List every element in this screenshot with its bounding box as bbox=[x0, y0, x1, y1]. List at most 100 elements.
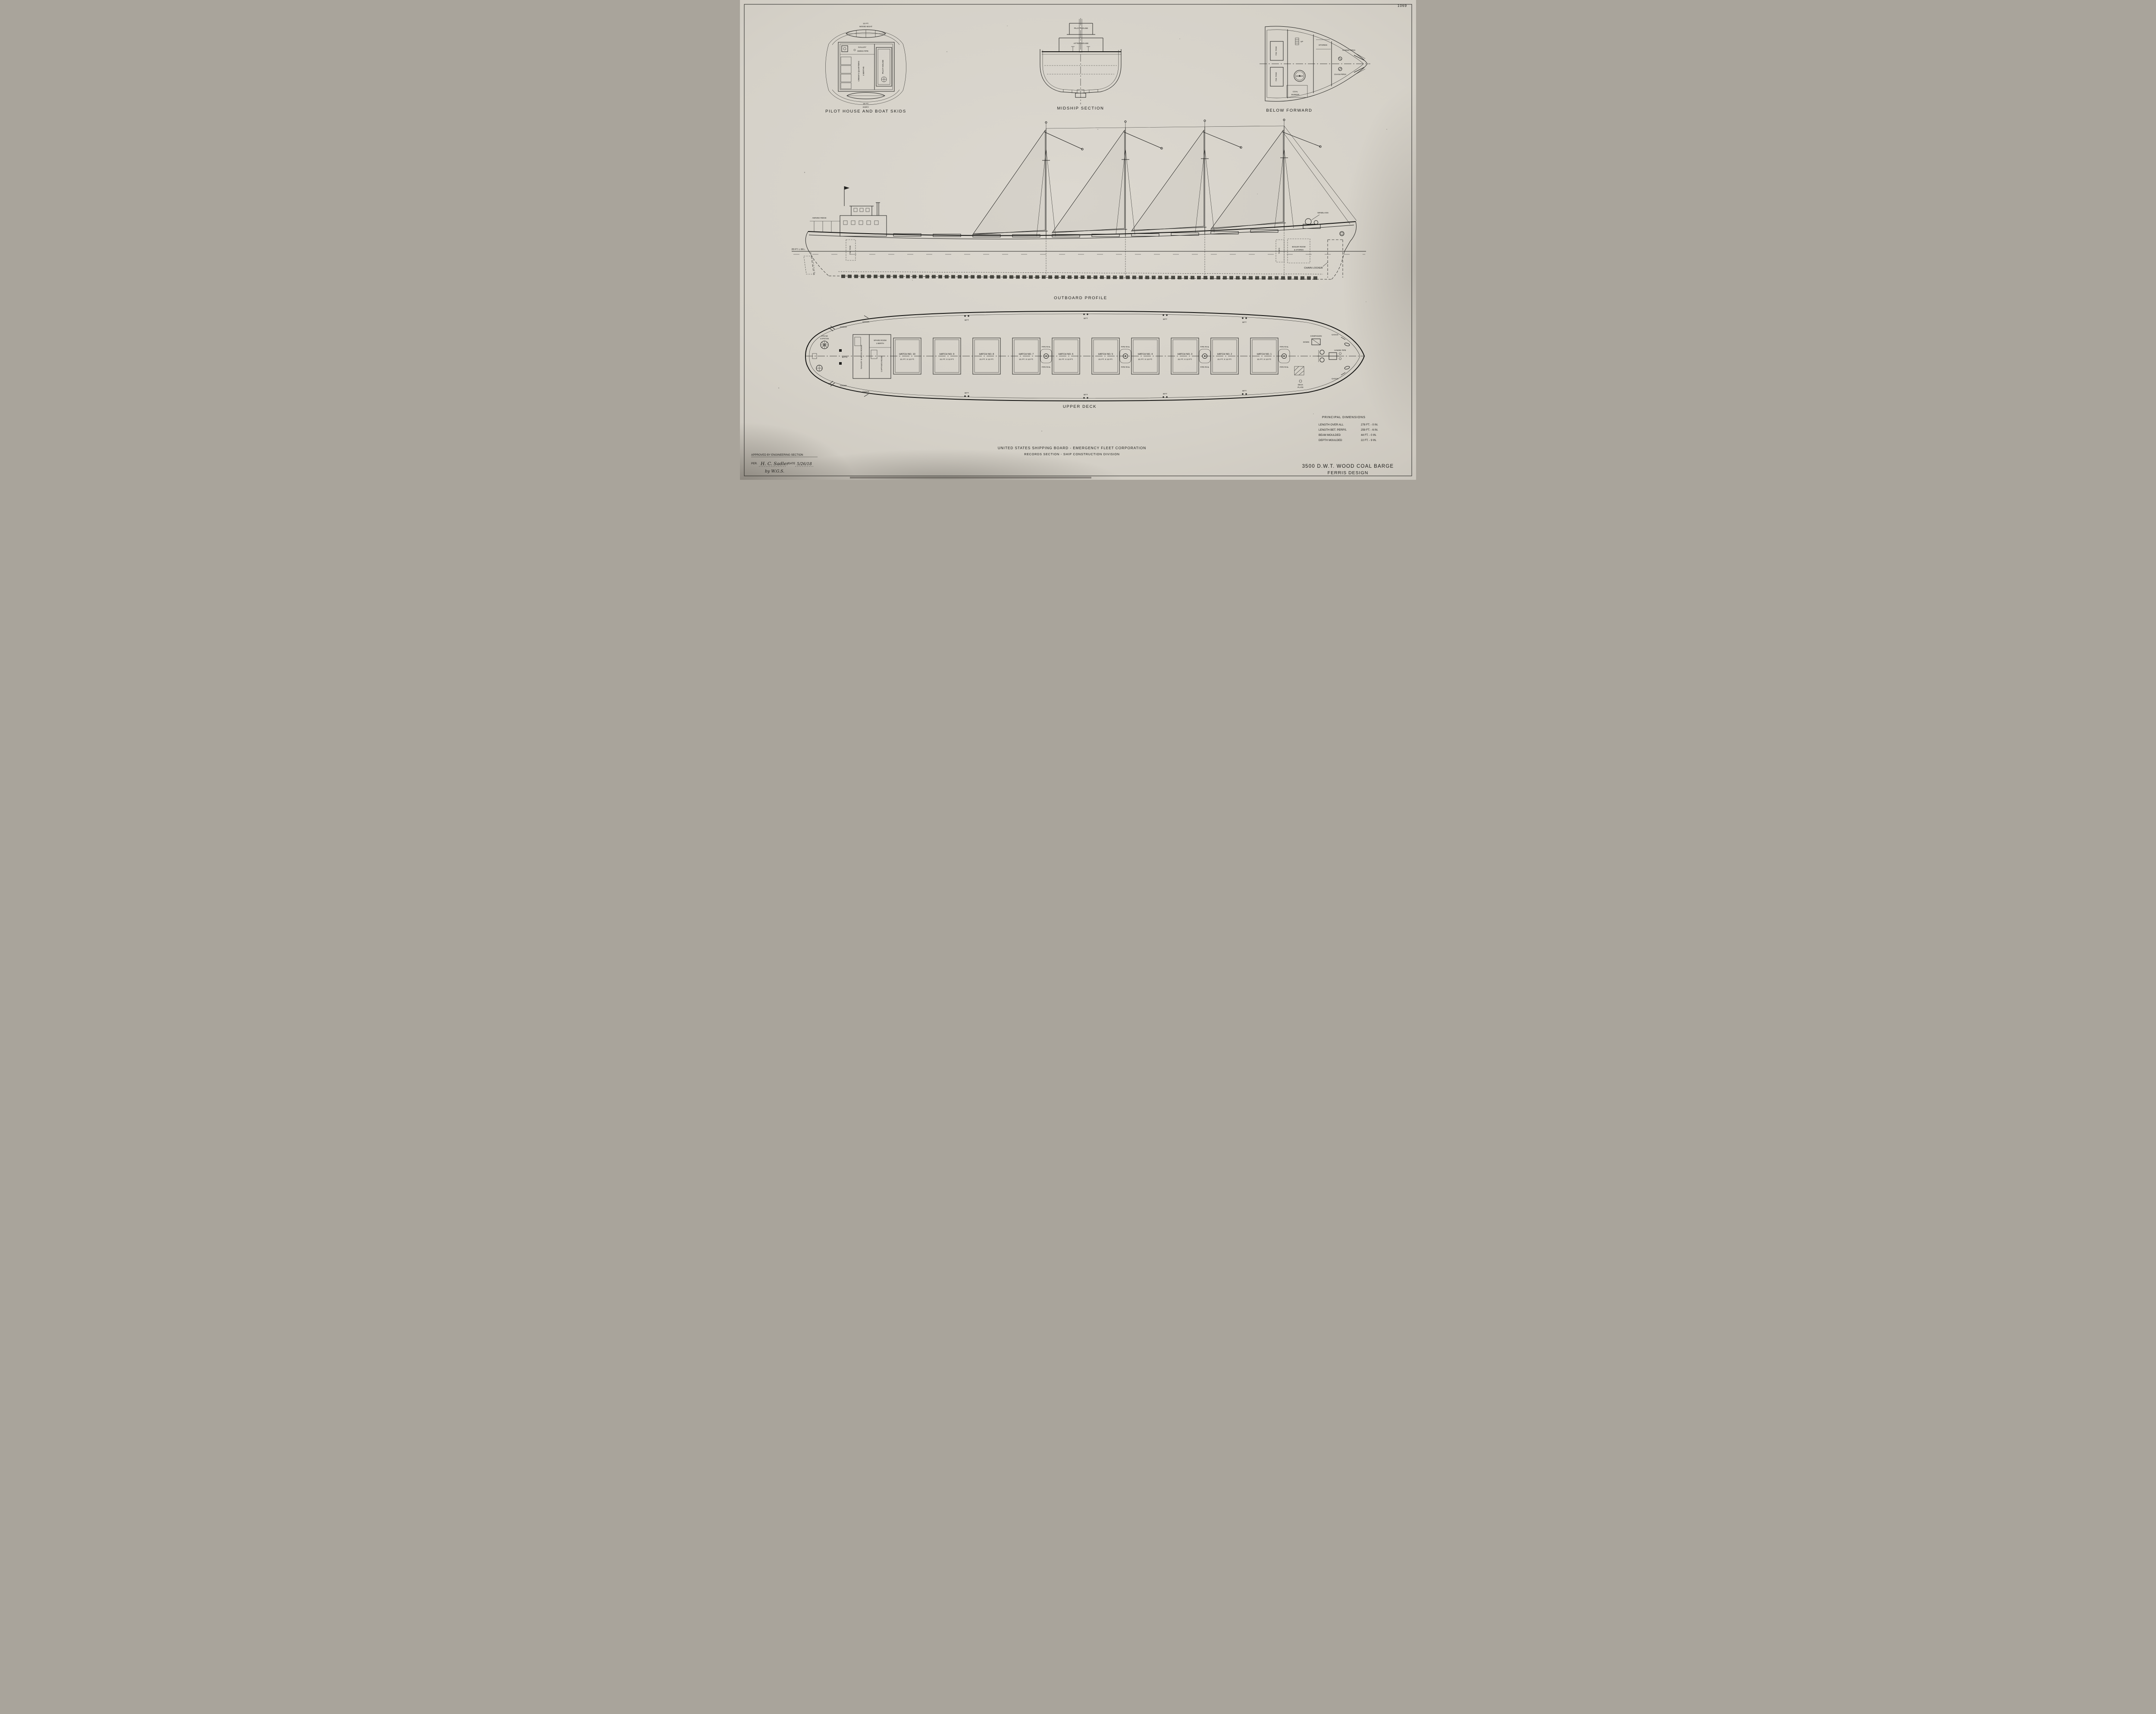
hawse-pipes-label: HAWSE PIPES bbox=[1342, 49, 1355, 51]
after-house-plan bbox=[838, 42, 895, 92]
drawing-title-line-1: 3500 D.W.T. WOOD COAL BARGE bbox=[1302, 464, 1394, 469]
companion-label: COMPANION bbox=[1310, 335, 1322, 337]
approval-signature: H. C. Sadler bbox=[760, 461, 789, 466]
approval-by-note: by W.G.S. bbox=[765, 469, 784, 474]
midship-view-title: MIDSHIP SECTION bbox=[1057, 106, 1104, 111]
deck-coamings bbox=[893, 229, 1279, 238]
stores-label: STORES bbox=[1319, 44, 1328, 47]
spare-room-label-2: 1 BERTH bbox=[876, 342, 884, 344]
svg-text:21 FT. X 12 FT.: 21 FT. X 12 FT. bbox=[1138, 358, 1152, 361]
svg-text:HATCH NO. 6: HATCH NO. 6 bbox=[1059, 353, 1073, 356]
svg-text:21 FT. X 12 FT.: 21 FT. X 12 FT. bbox=[1217, 358, 1232, 361]
up-label: UP bbox=[1300, 41, 1303, 43]
boiler-symbol bbox=[1294, 70, 1306, 82]
wood-boat-symbol bbox=[846, 29, 886, 38]
hatch-9: HATCH NO. 9 21 FT. X 12 FT. bbox=[933, 338, 961, 375]
approval-per-label: PER. bbox=[751, 462, 758, 465]
hatch-6: HATCH NO. 6 21 FT. X 12 FT. bbox=[1052, 338, 1080, 375]
outboard-profile-view: AWNING RIDGE F.W. TANK TANKS BOILER ROOM… bbox=[792, 119, 1366, 300]
deck-masts: FIFE RAIL FIFE RAIL FIFE RAIL FIFE RAIL … bbox=[1040, 346, 1290, 368]
svg-text:CHOCK: CHOCK bbox=[862, 391, 869, 393]
ladder-symbol bbox=[1295, 38, 1299, 45]
org-line-2: RECORDS SECTION - SHIP CONSTRUCTION DIVI… bbox=[1024, 452, 1120, 456]
waterline bbox=[792, 251, 1366, 255]
svg-text:HATCH NO. 9: HATCH NO. 9 bbox=[940, 353, 954, 356]
pilot-house-view: 13 FT. WOOD BOAT GALLEY SWING PIPE CREW'… bbox=[825, 22, 906, 114]
principal-dimensions-block: PRINCIPAL DIMENSIONS LENGTH OVER ALL 278… bbox=[1319, 415, 1378, 442]
svg-text:BITT: BITT bbox=[1242, 321, 1247, 323]
boiler-room-label-2: & STORES bbox=[1294, 249, 1304, 251]
mast-2-fife-rail: FIFE RAIL FIFE RAIL bbox=[1119, 346, 1131, 368]
svg-text:BITT: BITT bbox=[1084, 394, 1088, 396]
boiler-casing-symbol bbox=[1294, 366, 1304, 375]
hatch-3: HATCH NO. 3 21 FT. X 12 FT. bbox=[1171, 338, 1199, 375]
org-line-1: UNITED STATES SHIPPING BOARD - EMERGENCY… bbox=[998, 446, 1146, 450]
svg-text:CHOCK: CHOCK bbox=[840, 326, 847, 328]
hatch-5: HATCH NO. 5 21 FT. X 12 FT. bbox=[1091, 338, 1120, 375]
galley-mess-label: GALLEY & MESS ROOM bbox=[860, 345, 863, 369]
svg-text:FIFE RAIL: FIFE RAIL bbox=[1280, 346, 1289, 348]
drawing-title-line-2: FERRIS DESIGN bbox=[1328, 470, 1369, 475]
svg-text:F.W. TANK: F.W. TANK bbox=[1275, 46, 1277, 55]
dim-row-1-label: LENGTH BET. PERPS. bbox=[1319, 428, 1347, 432]
windlass-label: WINDLASS bbox=[1317, 212, 1329, 214]
dim-row-0-label: LENGTH OVER ALL bbox=[1319, 423, 1344, 426]
drawing-canvas: 1069 13 FT. WOOD BOAT bbox=[744, 4, 1412, 479]
svg-text:CHOCK: CHOCK bbox=[862, 321, 869, 323]
boiler-room-label-1: BOILER ROOM bbox=[1292, 246, 1306, 248]
svg-text:BITT: BITT bbox=[1242, 390, 1247, 392]
chain-pipes-label: CHAIN PIPES bbox=[1334, 73, 1346, 75]
svg-text:HATCH NO. 3: HATCH NO. 3 bbox=[1178, 353, 1192, 356]
hatch-2: HATCH NO. 2 21 FT. X 12 FT. bbox=[1210, 338, 1239, 375]
dim-row-3-label: DEPTH MOULDED bbox=[1319, 439, 1342, 442]
dim-row-0-value: 278 FT. - 0 IN. bbox=[1361, 423, 1378, 426]
blueprint-sheet: 1069 13 FT. WOOD BOAT bbox=[740, 0, 1416, 480]
svg-text:BITT: BITT bbox=[1163, 393, 1167, 395]
after-house-label: AFTER HOUSE bbox=[1074, 42, 1089, 45]
svg-text:FIFE RAIL: FIFE RAIL bbox=[1121, 366, 1130, 368]
pilot-house-label: PILOT HOUSE bbox=[882, 59, 884, 74]
svg-text:21 FT. X 12 FT.: 21 FT. X 12 FT. bbox=[940, 358, 954, 361]
svg-text:F.W. TANK: F.W. TANK bbox=[1275, 72, 1277, 81]
bow-fittings bbox=[1303, 214, 1344, 236]
svg-text:HATCH NO. 5: HATCH NO. 5 bbox=[1098, 353, 1113, 356]
after-house-section bbox=[1059, 38, 1103, 52]
ship-wheel-symbol bbox=[881, 76, 887, 82]
sheet-frame: 1069 bbox=[744, 4, 1412, 479]
fw-tank-upper: F.W. TANK bbox=[1270, 41, 1284, 61]
pilot-house-section bbox=[1067, 23, 1095, 35]
approval-heading: APPROVED BY ENGINEERING SECTION bbox=[751, 454, 803, 457]
outboard-profile-title: OUTBOARD PROFILE bbox=[1054, 296, 1107, 300]
midship-section-view: PILOT HOUSE AFTER HOUSE M bbox=[1040, 18, 1122, 111]
hawse-pipe-label: HAWSE PIPE bbox=[1334, 349, 1346, 351]
steam-capstan-symbol bbox=[820, 341, 829, 349]
mast-4-fife-rail: FIFE RAIL FIFE RAIL bbox=[1278, 346, 1290, 368]
windlass-plan-symbol bbox=[1317, 350, 1341, 363]
approval-block: APPROVED BY ENGINEERING SECTION PER. H. … bbox=[751, 454, 818, 474]
stern-fittings: STEAM CAPSTAN BITTS bbox=[812, 335, 847, 372]
approval-date-label: DATE bbox=[788, 462, 795, 465]
coal-bunker-label-1: COAL bbox=[1293, 91, 1298, 93]
steam-capstan-label-2: CAPSTAN bbox=[820, 338, 829, 340]
steam-capstan-label-1: STEAM bbox=[821, 335, 827, 337]
scan-streak bbox=[850, 477, 1091, 479]
svg-text:FIFE RAIL: FIFE RAIL bbox=[1280, 366, 1289, 368]
wood-boat-label-2: WOOD BOAT bbox=[859, 25, 872, 28]
profile-fw-tank-label: F.W. TANK bbox=[849, 245, 851, 254]
svg-text:21 FT. X 12 FT.: 21 FT. X 12 FT. bbox=[979, 358, 993, 361]
deck-plate-label-1: DECK bbox=[1298, 384, 1303, 386]
hatch-8: HATCH NO. 8 21 FT. X 12 FT. bbox=[972, 338, 1001, 375]
bow-fittings-plan: COMPANION DOWN HAWSE PIPE DECK PLATE bbox=[1294, 335, 1350, 388]
awning-ridge-label: AWNING RIDGE bbox=[812, 217, 826, 219]
svg-text:FIFE RAIL: FIFE RAIL bbox=[1200, 346, 1210, 348]
perimeter-bitts: BITT BITT BITT BITT BITT BITT BITT BITT bbox=[964, 313, 1247, 399]
hatch-10: HATCH NO. 10 21 FT. X 12 FT. bbox=[893, 338, 921, 375]
steering-wheel-symbol bbox=[816, 365, 823, 372]
svg-text:CHOCK: CHOCK bbox=[1332, 334, 1338, 336]
wood-boat-label-1: 13 FT. bbox=[863, 22, 869, 25]
galley-label: GALLEY bbox=[858, 46, 867, 49]
dory-symbol bbox=[846, 92, 885, 99]
svg-text:FIFE RAIL: FIFE RAIL bbox=[1042, 366, 1051, 368]
mast-3-fife-rail: FIFE RAIL FIFE RAIL bbox=[1199, 346, 1211, 368]
hatch-row: HATCH NO. 10 21 FT. X 12 FT. HATCH NO. 9… bbox=[893, 338, 1279, 375]
